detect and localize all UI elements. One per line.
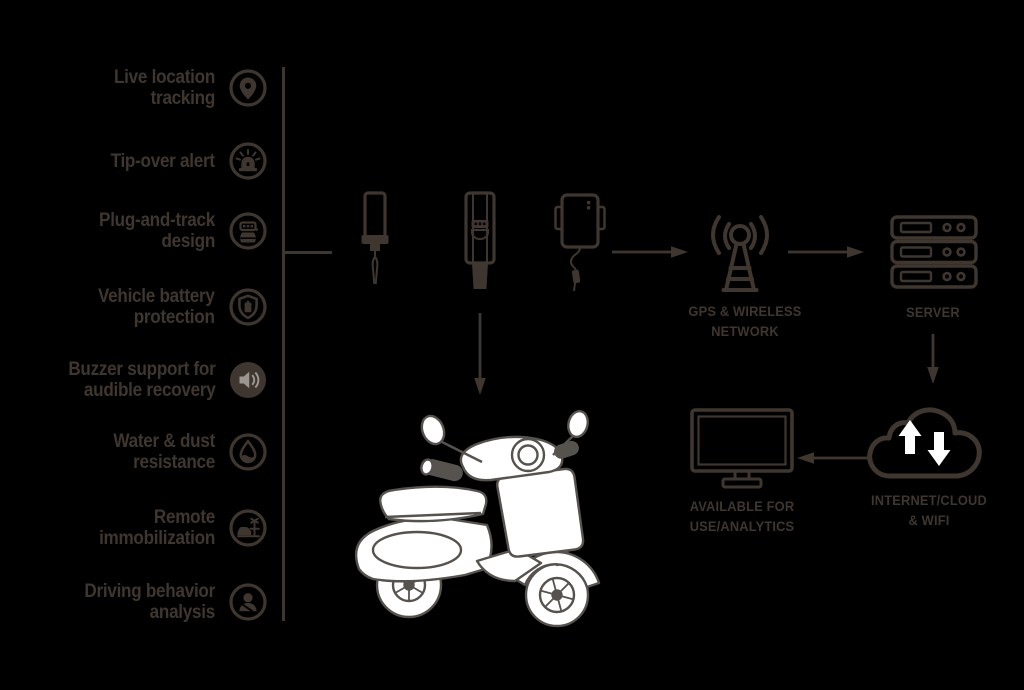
leg-shield — [496, 467, 585, 558]
feature-label: Live location tracking — [113, 67, 215, 109]
cloud-sync-icon — [867, 407, 982, 479]
download-arrow-icon — [927, 432, 951, 466]
cloud-label: INTERNET/CLOUD & WIFI — [871, 493, 987, 528]
feature-water-dust: Water & dust resistance — [28, 420, 268, 484]
feature-label: Remote immobilization — [99, 507, 215, 549]
monitor-icon — [690, 408, 794, 489]
feature-driving-analysis: Driving behavior analysis — [28, 570, 268, 634]
scooter-illustration — [354, 409, 601, 628]
feature-live-location: Live location tracking — [28, 56, 268, 120]
tracker-devices-illustration — [361, 191, 606, 292]
gps-network-label: GPS & WIRELESS NETWORK — [688, 304, 802, 339]
analytics-label: AVAILABLE FOR USE/ANALYTICS — [689, 499, 795, 534]
arrow-network-to-server — [788, 246, 864, 258]
right-mirror — [567, 409, 589, 439]
left-mirror — [420, 414, 446, 446]
plug-tracker-icon — [464, 191, 496, 289]
seat — [379, 485, 488, 523]
car-remote-icon — [229, 509, 267, 547]
feature-label: Vehicle battery protection — [98, 286, 215, 328]
feature-tip-over: Tip-over alert — [28, 129, 268, 193]
divider-line — [282, 67, 285, 621]
arrow-server-to-cloud — [927, 334, 939, 384]
feature-label: Water & dust resistance — [113, 431, 215, 473]
upload-arrow-icon — [898, 420, 922, 454]
location-pin-icon — [229, 69, 267, 107]
feature-label: Driving behavior analysis — [84, 581, 215, 623]
server-icon — [890, 215, 978, 289]
arrow-device-to-scooter — [474, 313, 486, 395]
floorboard — [475, 547, 543, 583]
feature-buzzer: Buzzer support for audible recovery — [28, 348, 268, 412]
obd-plug-icon — [229, 212, 267, 250]
headlight — [510, 437, 546, 473]
wired-tracker-icon — [361, 191, 389, 284]
body-panel — [354, 517, 493, 583]
feature-immobilization: Remote immobilization — [28, 496, 268, 560]
server-label: SERVER — [906, 305, 960, 320]
clip-tracker-icon — [554, 193, 606, 292]
feature-label: Buzzer support for audible recovery — [67, 359, 215, 401]
front-wheel — [524, 562, 590, 628]
feature-plug-and-track: Plug-and-track design — [28, 199, 268, 263]
driver-person-icon — [229, 583, 267, 621]
buzzer-speaker-icon — [230, 362, 266, 398]
connector-line — [284, 251, 332, 254]
feature-label: Plug-and-track design — [99, 210, 215, 252]
radio-tower-icon — [711, 215, 769, 292]
arrow-devices-to-network — [612, 246, 688, 258]
feature-label: Tip-over alert — [110, 150, 216, 172]
water-drop-icon — [229, 433, 267, 471]
siren-icon — [229, 142, 267, 180]
shield-battery-icon — [229, 288, 267, 326]
feature-battery-protection: Vehicle battery protection — [28, 275, 268, 339]
arrow-cloud-to-monitor — [797, 452, 869, 464]
